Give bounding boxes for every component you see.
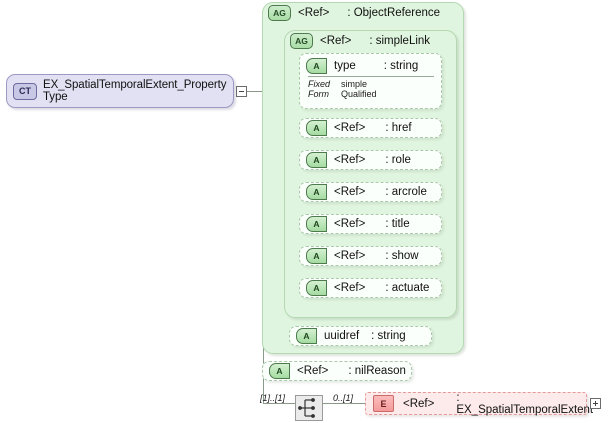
attribute-role[interactable]: A <Ref> : role xyxy=(299,150,442,170)
attribute-role-name: <Ref> xyxy=(334,154,366,166)
attribute-uuidref-datatype: : string xyxy=(371,330,406,342)
attribute-actuate-datatype: : actuate xyxy=(385,282,430,294)
element-expand-button[interactable] xyxy=(590,398,601,409)
attribute-group-simple-link-type: : simpleLink xyxy=(369,35,431,47)
occurrence-right-label: 0..[1] xyxy=(333,393,354,403)
attribute-href[interactable]: A <Ref> : href xyxy=(299,118,442,138)
attribute-actuate[interactable]: A <Ref> : actuate xyxy=(299,278,442,298)
attribute-icon: A xyxy=(306,58,327,74)
sequence-compositor-icon[interactable] xyxy=(295,395,323,421)
attribute-icon: A xyxy=(296,328,317,344)
element-icon: E xyxy=(373,395,394,412)
facet-value-fixed: simple xyxy=(341,79,368,89)
attribute-title[interactable]: A <Ref> : title xyxy=(299,214,442,234)
complex-type-label: EX_SpatialTemporalExtent_Property Type xyxy=(43,79,226,103)
attribute-title-datatype: : title xyxy=(385,218,410,230)
facet-row-fixed: Fixed simple xyxy=(308,79,434,89)
occurrence-left-label: [1]..[1] xyxy=(260,393,286,403)
attribute-nilreason[interactable]: A <Ref> : nilReason xyxy=(262,361,412,381)
attribute-icon: A xyxy=(306,152,327,168)
connector-trunk-down-to-sequence xyxy=(263,371,264,403)
attribute-show[interactable]: A <Ref> : show xyxy=(299,246,442,266)
attribute-href-datatype: : href xyxy=(385,122,412,134)
element-name: <Ref> xyxy=(403,397,435,410)
attribute-actuate-name: <Ref> xyxy=(334,282,366,294)
attribute-arcrole-name: <Ref> xyxy=(334,186,366,198)
attribute-type-row: A type : string xyxy=(306,58,418,74)
connector-trunk-to-sequence xyxy=(263,403,275,404)
attribute-nilreason-name: <Ref> xyxy=(297,365,329,377)
complex-type-node[interactable]: CT EX_SpatialTemporalExtent_Property Typ… xyxy=(6,74,234,108)
attribute-group-object-reference-name: <Ref> xyxy=(298,7,330,19)
attribute-type[interactable]: A type : string Fixed simple Form Qualif… xyxy=(299,53,442,109)
attribute-uuidref[interactable]: A uuidref : string xyxy=(289,326,432,346)
attribute-arcrole-datatype: : arcrole xyxy=(385,186,427,198)
facet-value-form: Qualified xyxy=(341,89,377,99)
attribute-show-datatype: : show xyxy=(385,250,419,262)
attribute-title-name: <Ref> xyxy=(334,218,366,230)
element-node[interactable]: E <Ref> : EX_SpatialTemporalExtent xyxy=(365,392,593,416)
attribute-icon: A xyxy=(306,120,327,136)
complex-type-label-line2: Type xyxy=(43,91,68,103)
attribute-href-name: <Ref> xyxy=(334,122,366,134)
attribute-group-simple-link-name: <Ref> xyxy=(320,35,352,47)
attribute-icon: A xyxy=(306,216,327,232)
attribute-icon: A xyxy=(306,184,327,200)
attribute-group-object-reference-header: AG <Ref> : ObjectReference xyxy=(268,5,440,21)
facet-key-fixed: Fixed xyxy=(308,79,331,89)
connector-ct-to-trunk xyxy=(247,91,264,92)
attribute-role-datatype: : role xyxy=(385,154,411,166)
attribute-nilreason-datatype: : nilReason xyxy=(348,365,406,377)
attribute-group-object-reference-type: : ObjectReference xyxy=(347,7,441,19)
facet-key-form: Form xyxy=(308,89,329,99)
facet-row-form: Form Qualified xyxy=(308,89,434,99)
complex-type-label-line1: EX_SpatialTemporalExtent_Property xyxy=(43,79,227,91)
attribute-type-datatype: : string xyxy=(383,60,419,72)
attribute-icon: A xyxy=(306,248,327,264)
attribute-icon: A xyxy=(306,280,327,296)
attribute-uuidref-name: uuidref xyxy=(324,330,360,342)
complex-type-collapse-button[interactable] xyxy=(236,86,247,97)
attribute-arcrole[interactable]: A <Ref> : arcrole xyxy=(299,182,442,202)
attribute-type-name: type xyxy=(334,60,356,72)
attribute-group-simple-link-header: AG <Ref> : simpleLink xyxy=(290,33,430,49)
element-type: : EX_SpatialTemporalExtent xyxy=(456,391,594,416)
connector-compositor-to-element xyxy=(323,403,365,404)
complex-type-icon: CT xyxy=(13,82,37,100)
attribute-show-name: <Ref> xyxy=(334,250,366,262)
connector-to-compositor xyxy=(275,403,295,404)
attribute-type-facets: Fixed simple Form Qualified xyxy=(308,76,434,99)
attribute-group-icon: AG xyxy=(290,33,313,49)
attribute-icon: A xyxy=(269,363,290,379)
attribute-group-icon: AG xyxy=(268,5,291,21)
